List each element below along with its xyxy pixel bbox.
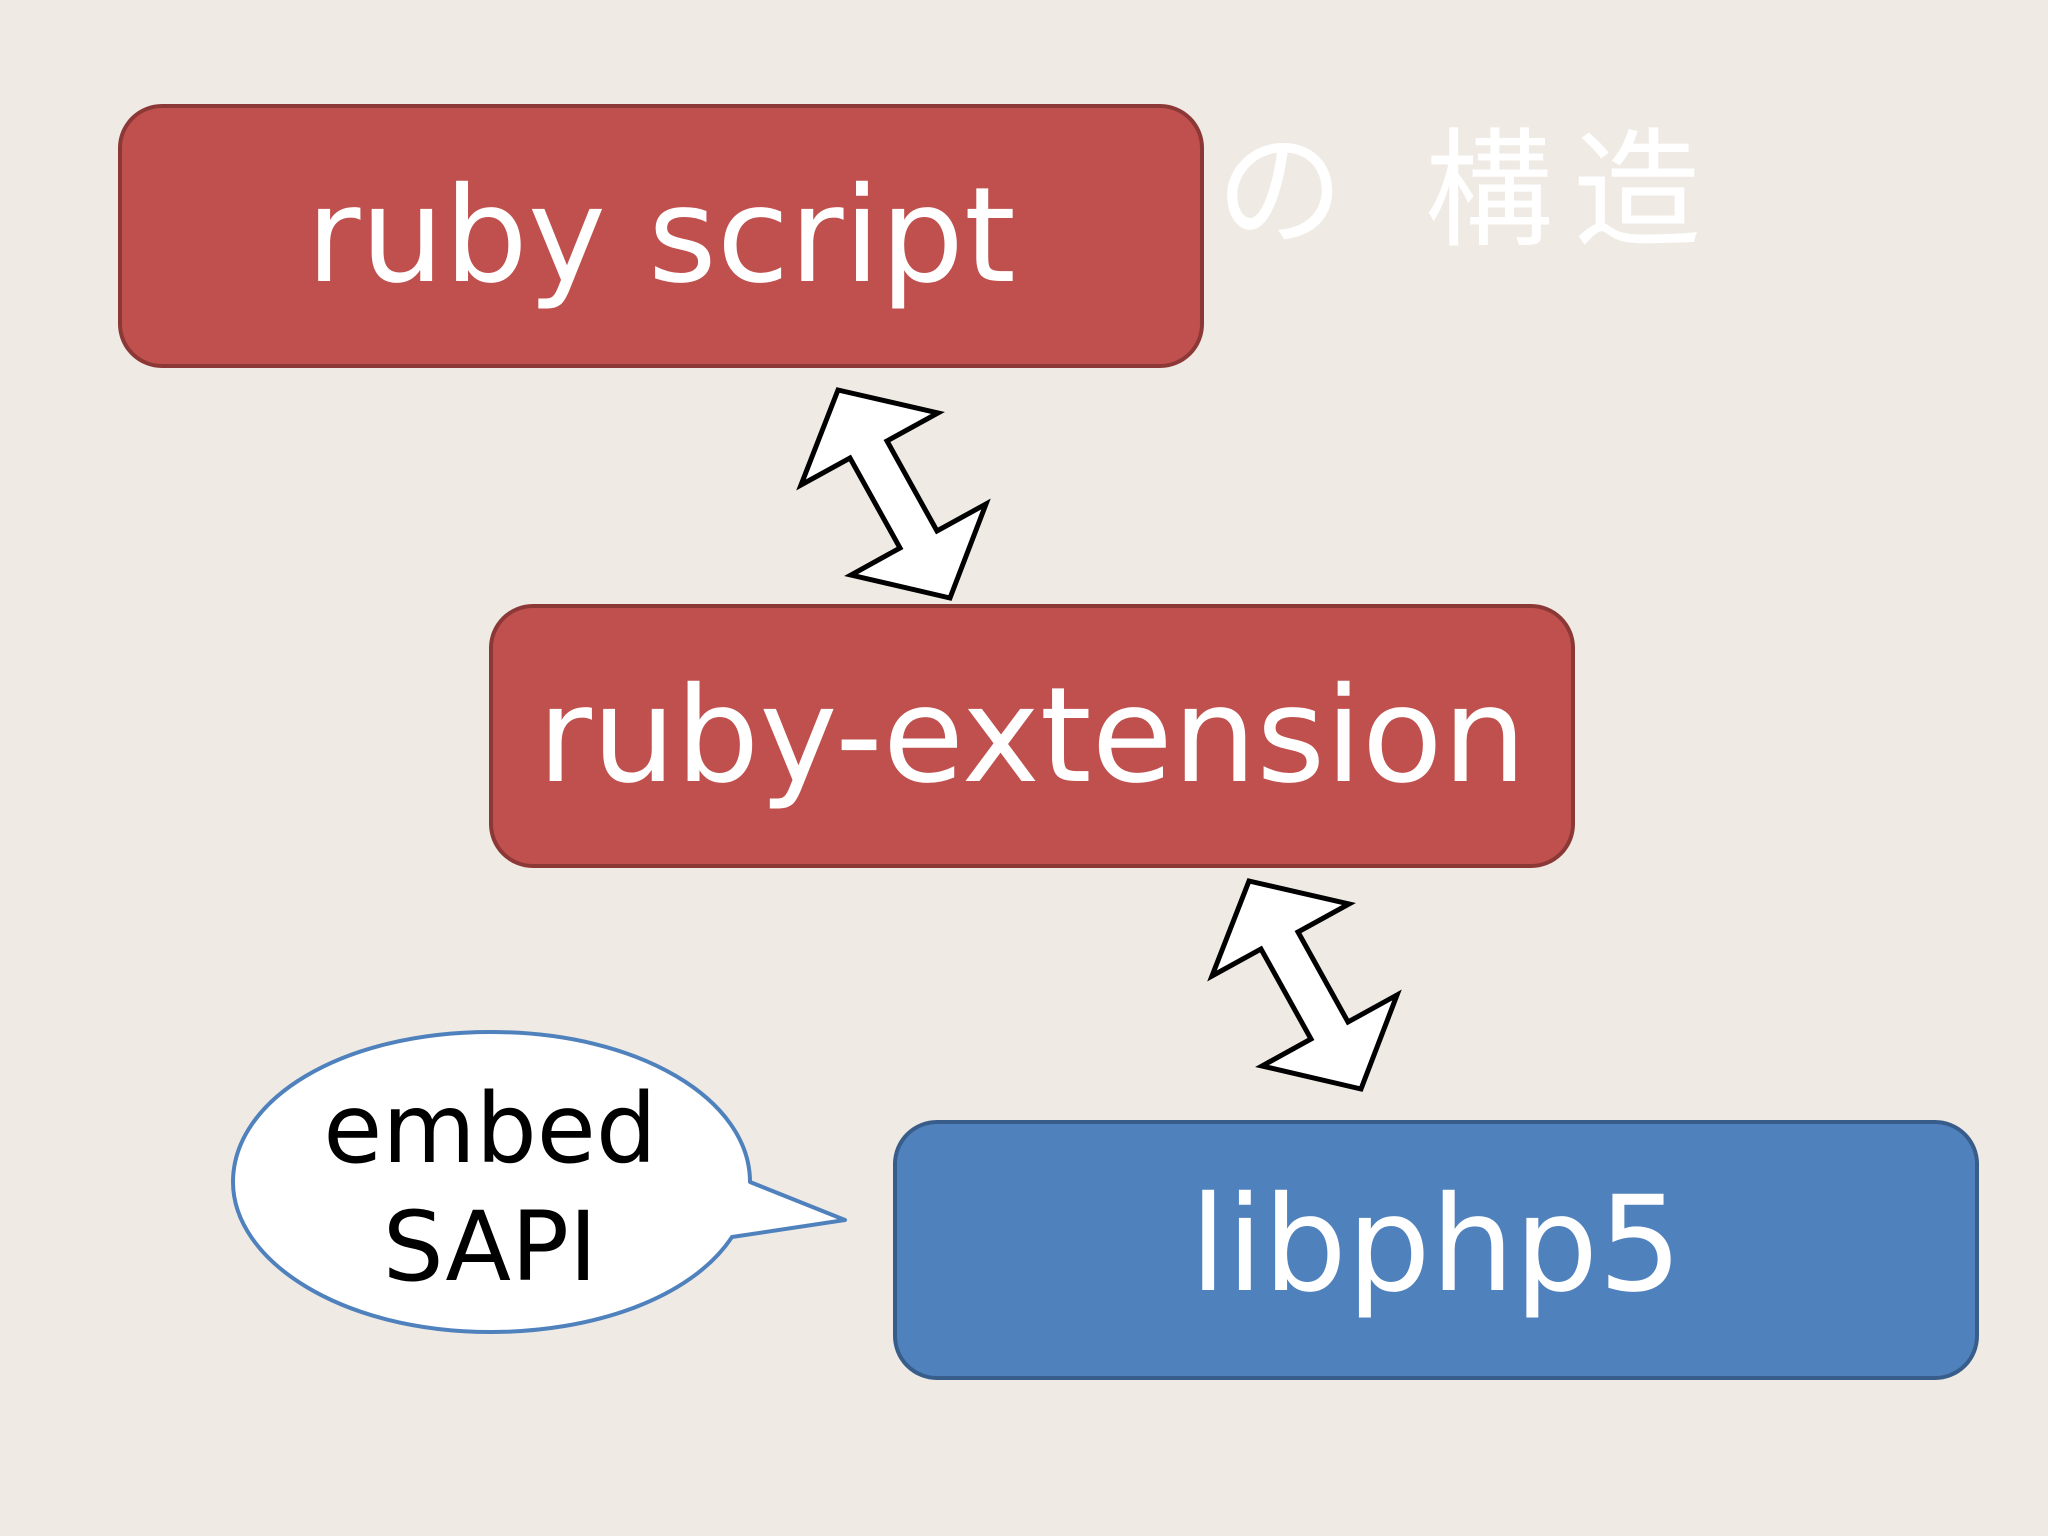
ruby-extension-box: ruby-extension [489, 604, 1575, 868]
ruby-script-label: ruby script [306, 159, 1016, 313]
double-arrow-script-extension [796, 387, 991, 601]
slide-title: の 構造 [1216, 117, 1721, 266]
libphp5-label: libphp5 [1189, 1168, 1683, 1322]
ruby-extension-label: ruby-extension [537, 659, 1527, 813]
callout-line-embed: embed [323, 1073, 657, 1185]
callout-text: embed SAPI [290, 1070, 690, 1306]
embed-sapi-callout [231, 1030, 847, 1334]
callout-line-sapi: SAPI [382, 1191, 598, 1303]
ruby-script-box: ruby script [118, 104, 1204, 368]
double-arrow-extension-libphp5 [1207, 878, 1402, 1092]
libphp5-box: libphp5 [893, 1120, 1979, 1380]
